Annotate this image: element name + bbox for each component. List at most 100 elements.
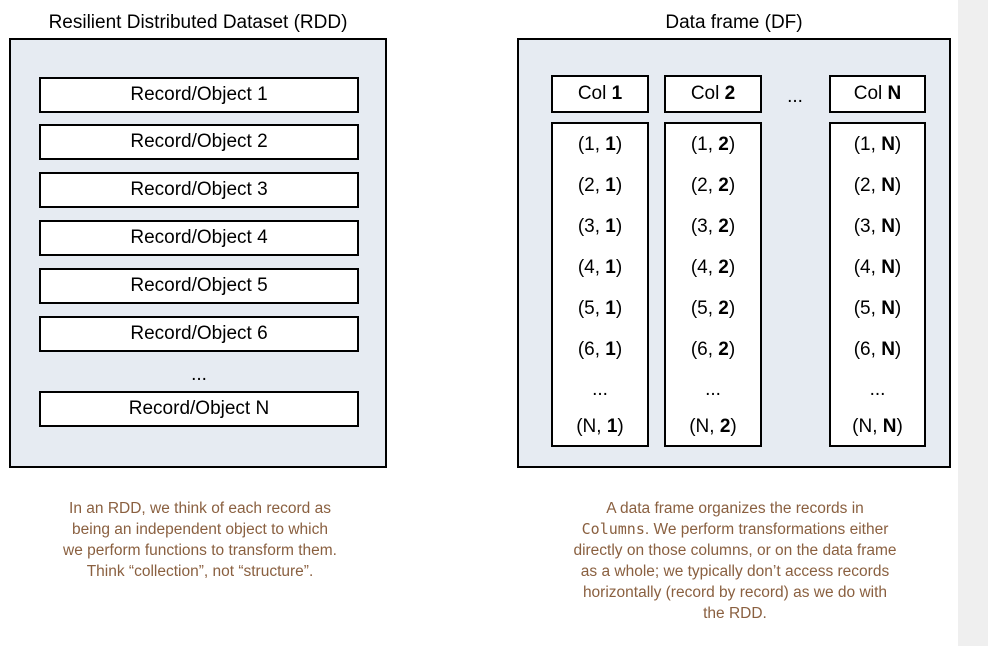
right-edge-strip: [958, 0, 988, 646]
cell-text: (6,: [853, 339, 882, 360]
column-header-label: Col: [690, 83, 725, 104]
df-cell: (3, N): [831, 216, 924, 238]
cell-text: (5,: [577, 298, 606, 319]
cell-text: ): [615, 175, 623, 196]
cell-text: (2,: [690, 175, 719, 196]
cell-text: (4,: [690, 257, 719, 278]
cell-column-index: 1: [606, 416, 618, 437]
df-cell: (4, 2): [666, 257, 760, 279]
cell-column-index: N: [881, 175, 895, 196]
cell-text: ): [617, 416, 624, 437]
cell-text: ): [894, 134, 902, 155]
cell-column-index: 1: [605, 216, 616, 237]
df-cell: (6, 2): [666, 339, 760, 361]
cell-text: ): [615, 216, 623, 237]
cell-text: ): [615, 298, 623, 319]
cell-text: ): [728, 257, 736, 278]
rdd-caption-line: Think “collection”, not “structure”.: [86, 563, 314, 580]
cell-text: ): [894, 257, 902, 278]
cell-column-index: 2: [719, 416, 731, 437]
column-header-index: 2: [724, 83, 736, 104]
cell-text: ): [896, 416, 903, 437]
cell-column-index: N: [881, 339, 895, 360]
rdd-record-2: Record/Object 2: [39, 124, 359, 160]
cell-text: ...: [869, 379, 886, 400]
cell-text: ): [894, 175, 902, 196]
cell-text: ): [894, 216, 902, 237]
cell-column-index: 1: [605, 298, 616, 319]
cell-text: (1,: [577, 134, 606, 155]
cell-text: (1,: [690, 134, 719, 155]
cell-column-index: 1: [605, 175, 616, 196]
cell-text: ): [894, 298, 902, 319]
cell-text: ): [728, 134, 736, 155]
cell-text: ): [894, 339, 902, 360]
cell-column-index: N: [881, 134, 895, 155]
rdd-record-5: Record/Object 5: [39, 268, 359, 304]
rdd-record-n: Record/Object N: [39, 391, 359, 427]
column-header-index: N: [887, 83, 902, 104]
df-cell: (3, 1): [553, 216, 647, 238]
cell-text: (1,: [853, 134, 882, 155]
df-cell: (4, N): [831, 257, 924, 279]
cell-text: (2,: [577, 175, 606, 196]
cell-column-index: 1: [605, 339, 616, 360]
df-caption-line: A data frame organizes the records in: [606, 500, 864, 517]
cell-text: (3,: [853, 216, 882, 237]
rdd-caption-line: being an independent object to which: [72, 521, 328, 538]
df-cell: (4, 1): [553, 257, 647, 279]
df-caption-line: Columns. We perform transformations eith…: [530, 519, 940, 540]
cell-column-index: 2: [718, 298, 729, 319]
cell-text: (5,: [690, 298, 719, 319]
df-ellipsis: ...: [787, 86, 803, 107]
cell-text: (N,: [576, 416, 607, 437]
cell-text: ): [615, 134, 623, 155]
df-caption-line: directly on those columns, or on the dat…: [573, 542, 897, 559]
cell-text: ): [728, 175, 736, 196]
df-title: Data frame (DF): [665, 12, 803, 33]
cell-text: (6,: [690, 339, 719, 360]
df-cell: (1, 1): [553, 134, 647, 156]
cell-text: ...: [592, 379, 608, 400]
df-column-header-col-n: Col N: [829, 75, 926, 113]
cell-column-index: 2: [718, 216, 729, 237]
cell-column-index: 2: [718, 257, 729, 278]
df-caption-text: . We perform transformations either: [644, 521, 889, 538]
df-cell: (1, 2): [666, 134, 760, 156]
cell-text: (4,: [853, 257, 882, 278]
cell-column-index: 2: [718, 339, 729, 360]
df-cell: ...: [666, 379, 760, 401]
cell-text: ): [728, 339, 736, 360]
cell-text: (4,: [577, 257, 606, 278]
df-cell: (2, N): [831, 175, 924, 197]
rdd-record-3: Record/Object 3: [39, 172, 359, 208]
cell-column-index: 1: [605, 134, 616, 155]
df-column-body-col-n: (1, N)(2, N)(3, N)(4, N)(5, N)(6, N)...(…: [829, 122, 926, 447]
cell-column-index: 2: [718, 134, 729, 155]
rdd-record-1: Record/Object 1: [39, 77, 359, 113]
df-cell: (2, 1): [553, 175, 647, 197]
cell-column-index: N: [881, 257, 895, 278]
df-column-body-col-1: (1, 1)(2, 1)(3, 1)(4, 1)(5, 1)(6, 1)...(…: [551, 122, 649, 447]
column-header-label: Col: [577, 83, 612, 104]
cell-text: (N,: [852, 416, 883, 437]
rdd-caption-line: we perform functions to transform them.: [63, 542, 337, 559]
df-cell: (5, N): [831, 298, 924, 320]
df-caption-line: as a whole; we typically don’t access re…: [580, 563, 890, 580]
cell-column-index: 2: [718, 175, 729, 196]
df-cell: (N, 1): [553, 416, 647, 438]
df-cell: ...: [831, 379, 924, 401]
df-cell: (6, 1): [553, 339, 647, 361]
rdd-caption-line: In an RDD, we think of each record as: [69, 500, 331, 517]
df-cell: ...: [553, 379, 647, 401]
cell-text: (5,: [853, 298, 882, 319]
cell-column-index: 1: [605, 257, 616, 278]
df-cell: (5, 1): [553, 298, 647, 320]
cell-text: (N,: [689, 416, 720, 437]
df-caption-line: the RDD.: [703, 605, 767, 622]
df-cell: (2, 2): [666, 175, 760, 197]
df-caption: A data frame organizes the records in Co…: [530, 498, 940, 624]
df-column-body-col-2: (1, 2)(2, 2)(3, 2)(4, 2)(5, 2)(6, 2)...(…: [664, 122, 762, 447]
df-cell: (1, N): [831, 134, 924, 156]
df-cell: (5, 2): [666, 298, 760, 320]
